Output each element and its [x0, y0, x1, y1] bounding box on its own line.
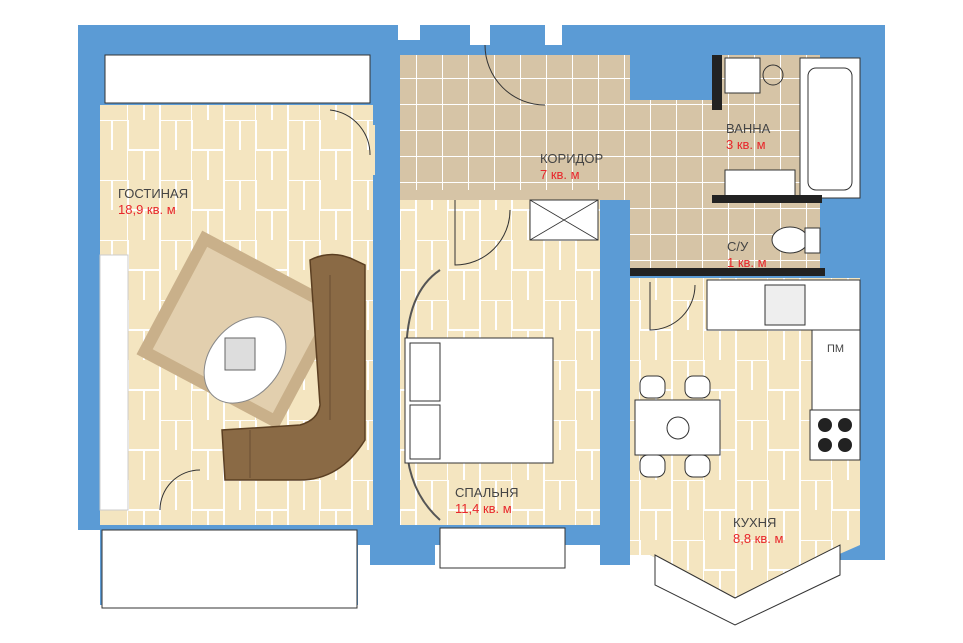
balcony: [101, 529, 358, 609]
living-room: [99, 54, 400, 609]
bedroom: [400, 199, 600, 569]
corridor-lower-wall: [400, 190, 600, 200]
bedroom-window: [439, 527, 566, 569]
bathroom: [712, 55, 861, 201]
window-top-left: [104, 54, 371, 104]
kitchen-door-arc: [649, 282, 696, 331]
room-area-bedroom: 11,4 кв. м: [455, 501, 512, 516]
living-inner-wall-right: [373, 175, 400, 525]
living-partition-top: [373, 105, 400, 125]
tv-stand: [99, 254, 129, 511]
washing-machine-icon: [724, 57, 761, 94]
balcony-door-arc: [159, 469, 201, 511]
bed-icon: [404, 337, 554, 464]
room-label-kitchen: КУХНЯ 8,8 кв. м: [733, 515, 783, 547]
room-label-living: ГОСТИНАЯ 18,9 кв. м: [118, 186, 188, 218]
dining-table-icon: [634, 375, 721, 478]
magazine: [224, 337, 256, 371]
wc: [630, 195, 825, 276]
room-name-kitchen: КУХНЯ: [733, 515, 777, 530]
room-name-bath: ВАННА: [726, 121, 771, 136]
room-name-corridor: КОРИДОР: [540, 151, 604, 166]
room-name-living: ГОСТИНАЯ: [118, 186, 189, 201]
room-area-corridor: 7 кв. м: [540, 167, 580, 182]
room-label-bath: ВАННА 3 кв. м: [726, 121, 770, 153]
room-label-corridor: КОРИДОР 7 кв. м: [540, 151, 603, 183]
room-label-bedroom: СПАЛЬНЯ 11,4 кв. м: [455, 485, 519, 517]
living-door-arc: [329, 109, 371, 156]
stove-icon: [809, 409, 861, 461]
bathtub-icon: [799, 57, 861, 199]
corridor: [400, 44, 720, 200]
room-area-kitchen: 8,8 кв. м: [733, 531, 784, 546]
room-area-wc: 1 кв. м: [727, 255, 767, 270]
room-area-living: 18,9 кв. м: [118, 202, 176, 217]
bedroom-door-arc: [454, 200, 511, 266]
room-name-bedroom: СПАЛЬНЯ: [455, 485, 519, 500]
fridge-label: ПМ: [827, 343, 845, 355]
room-name-wc: С/У: [727, 239, 749, 254]
entrance-door-arc: [484, 44, 546, 106]
toilet-icon: [771, 226, 821, 254]
sofa-icon: [221, 253, 366, 481]
kitchen: [630, 278, 861, 626]
room-label-wc: С/У 1 кв. м: [727, 239, 767, 271]
room-area-bath: 3 кв. м: [726, 137, 766, 152]
kitchen-window: [654, 544, 841, 626]
